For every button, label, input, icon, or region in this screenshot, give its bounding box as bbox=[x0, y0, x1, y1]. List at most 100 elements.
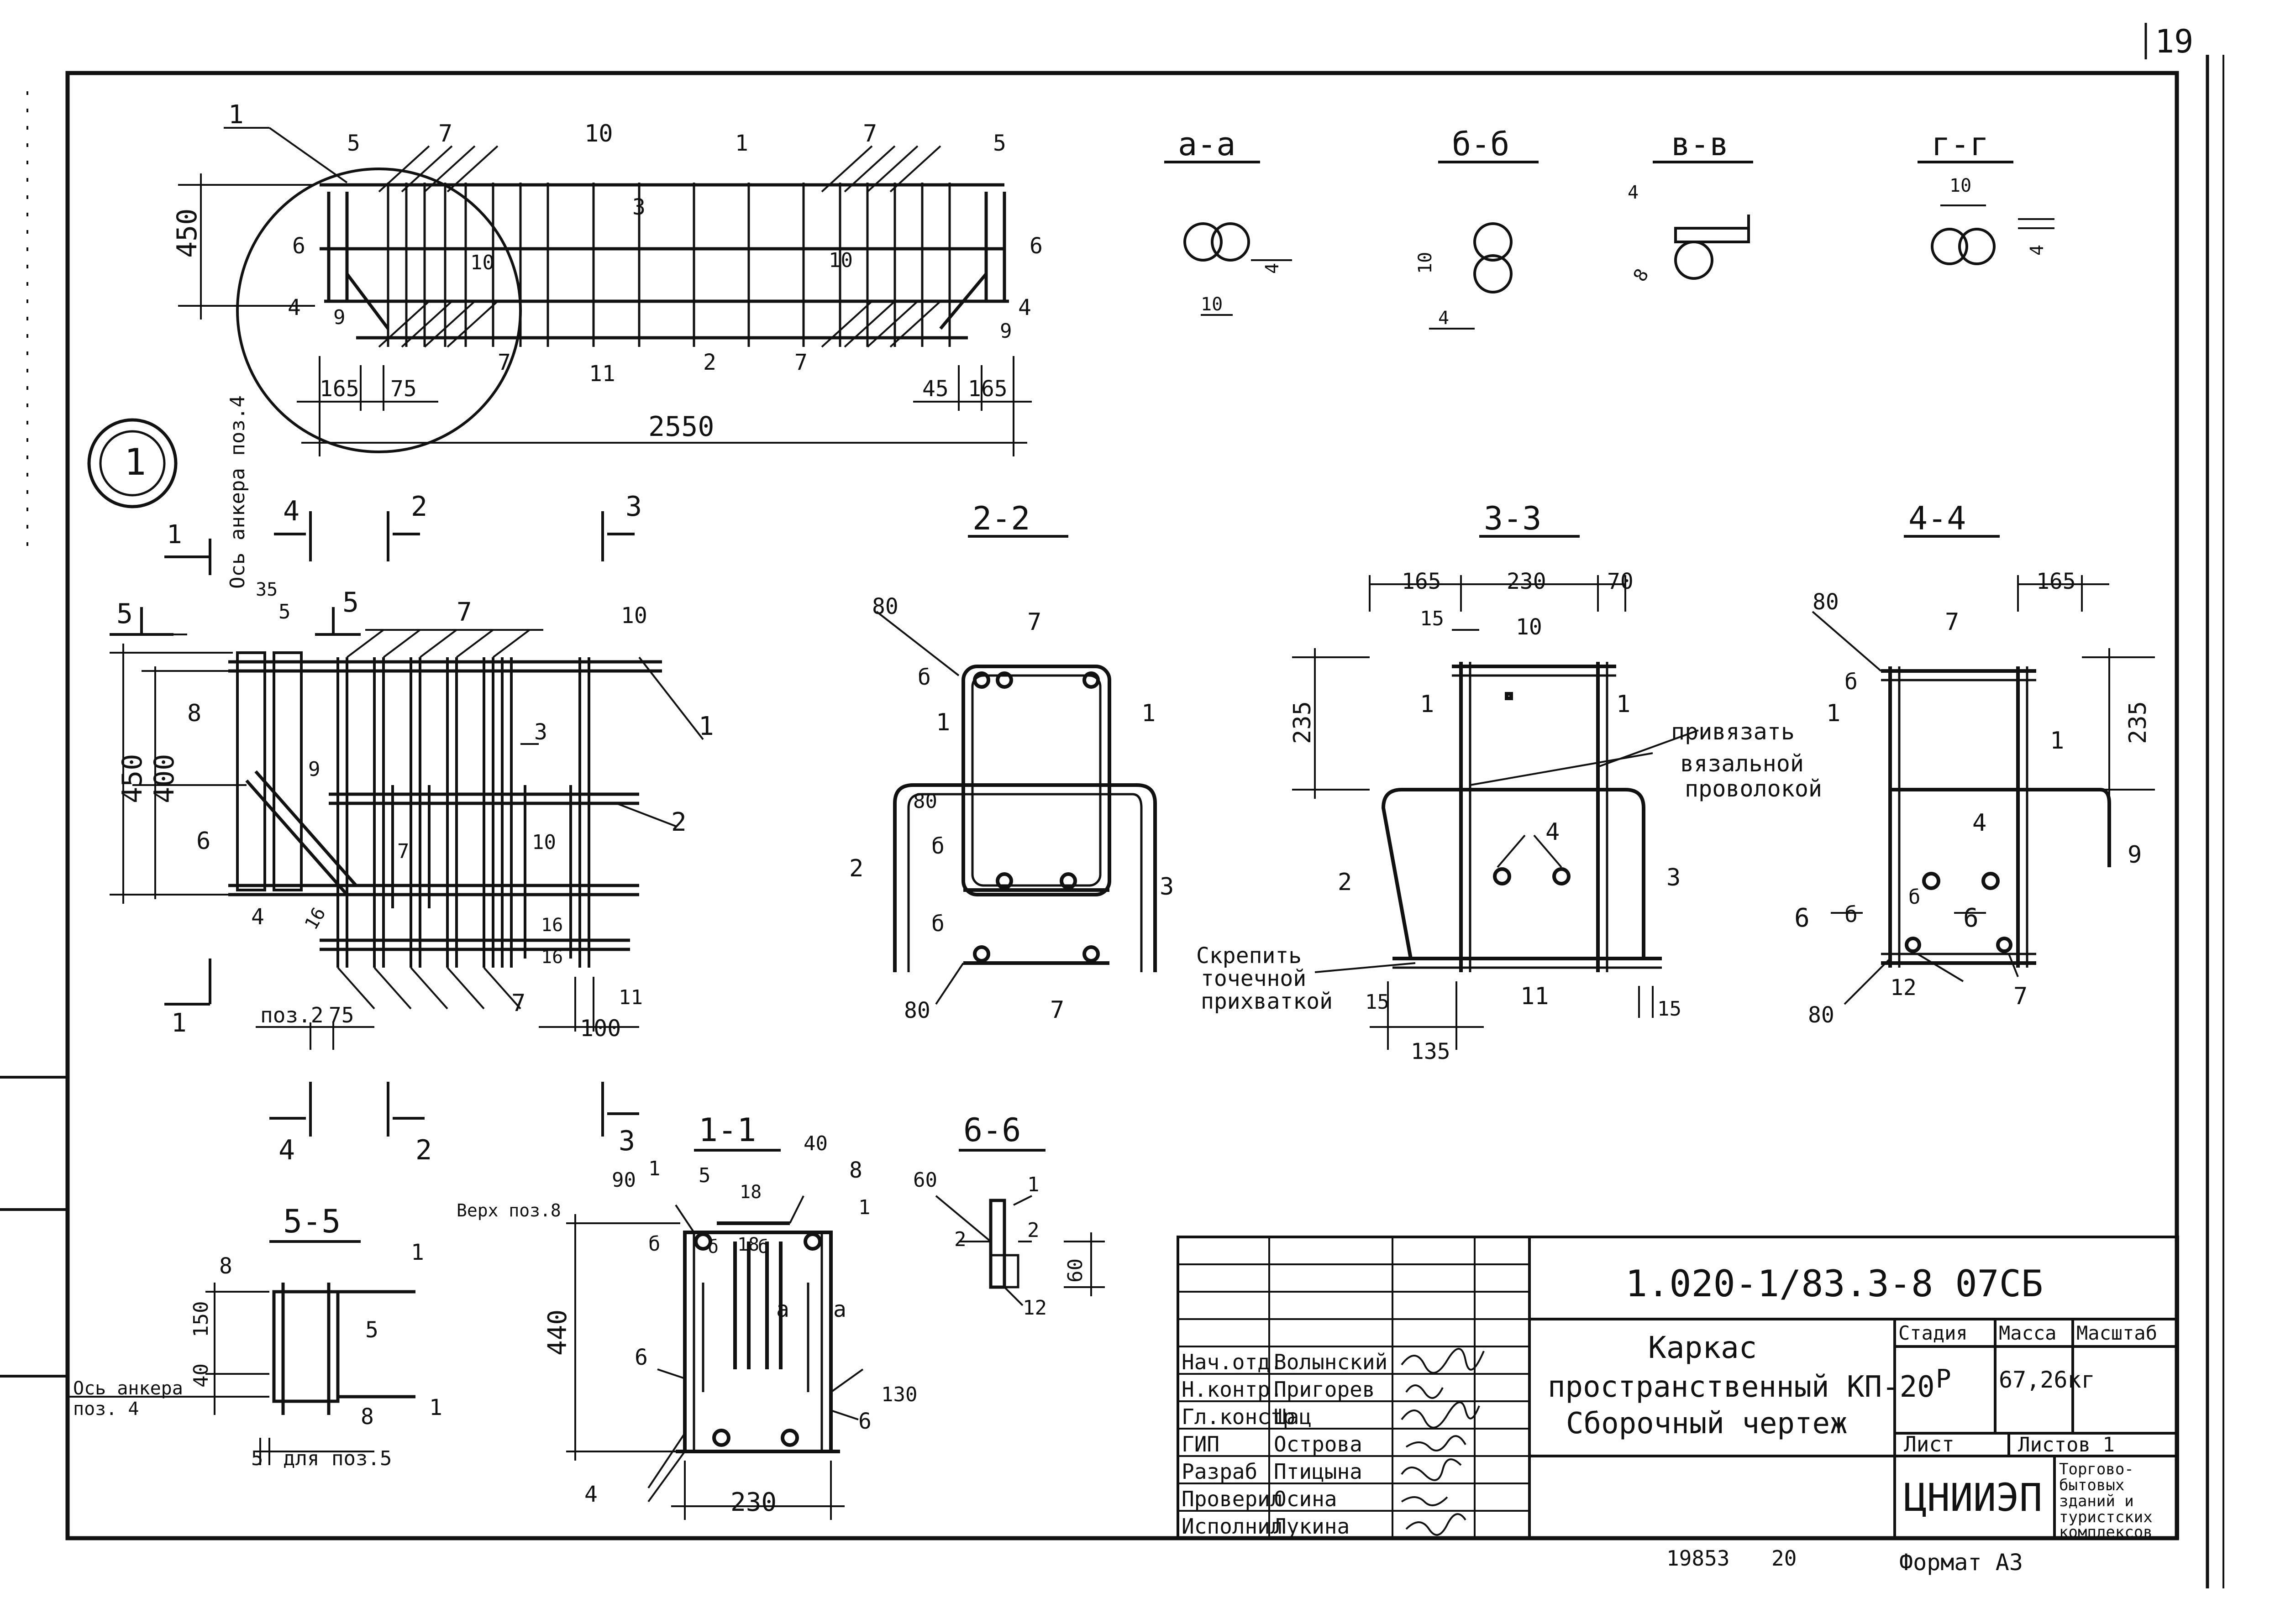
org-logo: ЦНИИЭП bbox=[1904, 1475, 2042, 1520]
s22-80c: 80 bbox=[904, 998, 930, 1023]
top-mark-4b: 4 bbox=[1018, 295, 1031, 320]
dim-top-75: 75 bbox=[390, 376, 417, 402]
dim-top-165a: 165 bbox=[320, 376, 359, 402]
detail-1-marker bbox=[87, 418, 178, 508]
s66-mark-2a: 2 bbox=[954, 1228, 967, 1251]
org-note-3: туристских bbox=[2059, 1508, 2153, 1526]
mid-mark-4: 4 bbox=[251, 904, 264, 930]
mid-mark-3: 3 bbox=[534, 719, 547, 745]
doc-code: 1.020-1/83.3-8 07СБ bbox=[1625, 1263, 2043, 1305]
vv-dim-8: 8 bbox=[1629, 265, 1653, 285]
dim-mid-400: 400 bbox=[148, 754, 180, 803]
page-number: 19 bbox=[2155, 23, 2193, 60]
sig-role-4: Разраб bbox=[1182, 1459, 1257, 1484]
s22-mark-1b: 1 bbox=[1141, 700, 1156, 727]
s44-mark-b3: б bbox=[1908, 885, 1921, 909]
org-note: Торгово- бытовых зданий и туристских ком… bbox=[2059, 1460, 2153, 1541]
dim-mid-75: 75 bbox=[329, 1003, 354, 1027]
top-mark-11: 11 bbox=[589, 361, 615, 387]
s44-mark-9: 9 bbox=[2128, 841, 2142, 869]
sig-role-6: Исполнил bbox=[1182, 1514, 1283, 1539]
mid-mark-5: 5 bbox=[278, 600, 291, 623]
dim-top-165b: 165 bbox=[968, 376, 1008, 402]
spot-weld-3: прихваткой bbox=[1201, 989, 1333, 1014]
s55-mark-1a: 1 bbox=[411, 1240, 424, 1265]
stage-header: Стадия bbox=[1898, 1322, 1968, 1344]
format-label: Формат А3 bbox=[1899, 1549, 2023, 1576]
view-33-title: 3-3 bbox=[1484, 500, 1541, 537]
s11-mark-b3: б bbox=[758, 1236, 769, 1257]
dim-mid-16b: 16 bbox=[541, 915, 563, 936]
s44-80b: 80 bbox=[1808, 1002, 1834, 1028]
section-2-2 bbox=[876, 535, 1157, 1005]
s11-dim-40: 40 bbox=[804, 1132, 828, 1155]
footer-sheet: 20 bbox=[1771, 1546, 1797, 1571]
s11-mark-8: 8 bbox=[849, 1158, 862, 1183]
top-mark-6b: 6 bbox=[1030, 233, 1043, 259]
s33-dim-15c: 15 bbox=[1657, 997, 1681, 1021]
s33-mark-10: 10 bbox=[1516, 614, 1542, 640]
section-mark-4-bot: 4 bbox=[278, 1134, 295, 1166]
s44-mark-7a: 7 bbox=[1945, 608, 1959, 636]
sig-name-6: Лукина bbox=[1274, 1514, 1350, 1539]
top-mark-1b: 1 bbox=[735, 131, 748, 156]
section-mark-2-top: 2 bbox=[411, 491, 427, 523]
bb-dim-4: 4 bbox=[1438, 308, 1449, 329]
footer-number: 19853 bbox=[1666, 1546, 1729, 1571]
top-mark-7a: 7 bbox=[438, 120, 452, 147]
dim-mid-35: 35 bbox=[256, 579, 278, 600]
stage-value: Р bbox=[1936, 1364, 1951, 1394]
scale-header: Масштаб bbox=[2076, 1322, 2157, 1344]
view-66-title: 6-6 bbox=[963, 1111, 1021, 1149]
s44-mark-12: 12 bbox=[1890, 975, 1917, 1001]
s11-dim-18b: 18 bbox=[737, 1234, 759, 1255]
sig-name-3: Острова bbox=[1274, 1432, 1362, 1456]
tie-wire-1: привязать bbox=[1671, 718, 1795, 745]
top-mark-7c: 7 bbox=[498, 350, 511, 375]
s66-mark-12: 12 bbox=[1023, 1296, 1047, 1320]
mass-value: 67,26кг bbox=[1999, 1367, 2095, 1393]
section-mark-3-top: 3 bbox=[625, 491, 642, 523]
s55-mark-8a: 8 bbox=[219, 1253, 232, 1279]
dim-mid-16: 16 bbox=[301, 904, 330, 933]
top-mark-1a: 1 bbox=[228, 100, 244, 130]
s33-dim-70: 70 bbox=[1607, 569, 1634, 594]
s44-mark-6a: 6 bbox=[1794, 903, 1810, 933]
section-3-3 bbox=[1292, 535, 1699, 1050]
handwritten-signatures bbox=[1401, 1348, 1485, 1536]
s33-dim-230: 230 bbox=[1507, 569, 1546, 594]
gg-dim-4: 4 bbox=[2027, 245, 2048, 256]
title-block bbox=[1177, 1236, 2179, 1540]
s22-mark-b1: б bbox=[918, 665, 931, 690]
dim-mid-450: 450 bbox=[116, 754, 148, 803]
top-mark-9a: 9 bbox=[333, 306, 346, 329]
top-mark-2: 2 bbox=[703, 350, 716, 375]
top-mark-5a: 5 bbox=[347, 131, 360, 156]
s44-mark-4: 4 bbox=[1972, 809, 1986, 837]
s11-mark-4: 4 bbox=[584, 1482, 598, 1507]
sig-name-1: Пригорев bbox=[1274, 1377, 1375, 1402]
title-line-1: Каркас bbox=[1648, 1330, 1757, 1365]
view-44-title: 4-4 bbox=[1908, 500, 1966, 537]
s55-dim-40: 40 bbox=[189, 1363, 213, 1388]
section-1-1 bbox=[566, 1149, 864, 1520]
mid-mark-10b: 10 bbox=[532, 831, 556, 854]
small-sections bbox=[1164, 161, 2054, 330]
title-line-2: пространственный КП-20 bbox=[1548, 1370, 1935, 1404]
s55-dim-5: 5 bbox=[251, 1447, 263, 1470]
s44-mark-6b: 6 bbox=[1963, 903, 1979, 933]
s33-dim-165: 165 bbox=[1402, 569, 1441, 594]
s11-dim-130: 130 bbox=[881, 1383, 917, 1406]
sheet-label: Лист bbox=[1904, 1432, 1955, 1456]
view-11-title: 1-1 bbox=[699, 1111, 756, 1149]
s11-mark-a1: а bbox=[776, 1297, 789, 1322]
s22-80b: 80 bbox=[913, 790, 937, 813]
detail-1-number: 1 bbox=[124, 441, 146, 483]
mid-mark-6: 6 bbox=[196, 828, 210, 855]
sheet-frame bbox=[0, 23, 2224, 1588]
s44-mark-1a: 1 bbox=[1826, 700, 1840, 727]
top-mark-10a: 10 bbox=[584, 120, 613, 147]
s22-mark-1a: 1 bbox=[936, 709, 950, 736]
dim-top-45: 45 bbox=[922, 376, 949, 402]
mid-mark-7c: 7 bbox=[511, 990, 525, 1017]
